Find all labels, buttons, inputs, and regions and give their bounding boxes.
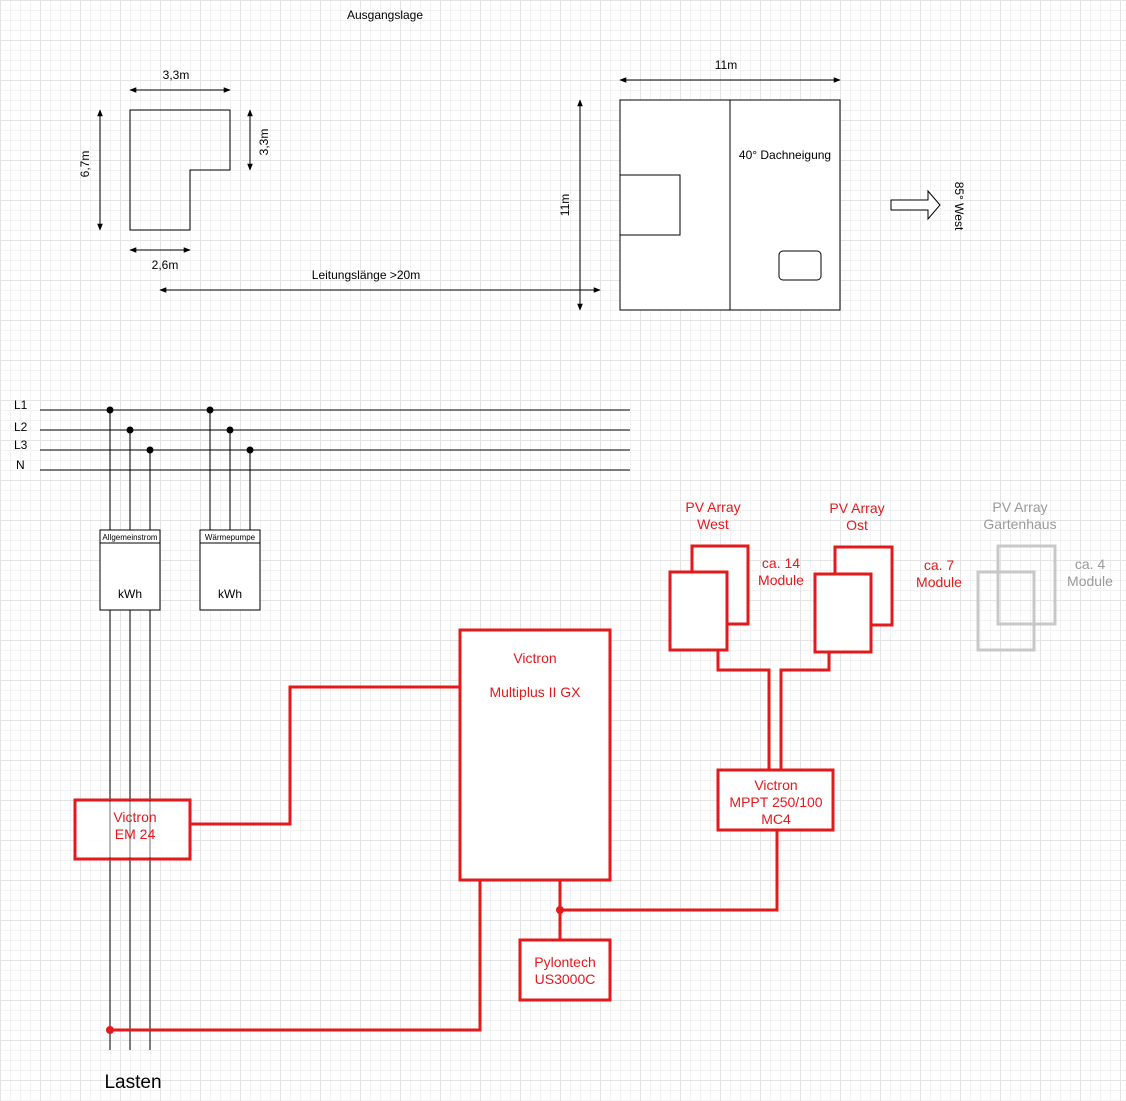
dim-left-label: 6,7m (78, 151, 92, 178)
junction-dot (226, 426, 234, 434)
house: 11m 11m 40° Dachneigung 85° West (558, 58, 966, 311)
house-height-label: 11m (558, 194, 572, 216)
pv-panel-back (996, 544, 1057, 626)
wire-west-mppt (716, 650, 771, 770)
roof-pitch-label: 40° Dachneigung (739, 148, 831, 162)
meter-unit: kWh (218, 587, 242, 601)
meter-allgemeinstrom: Allgemeinstrom kWh (99, 529, 161, 611)
pv-panel-front (668, 570, 729, 652)
pv-ost-title-2: Ost (846, 517, 868, 533)
house-width-label: 11m (715, 58, 737, 72)
junction-dot-red (556, 906, 564, 914)
floorplan-outline (129, 109, 231, 231)
pv-ost-count-1: ca. 7 (924, 557, 955, 573)
multiplus-label-1: Victron (513, 650, 556, 666)
pv-west-title-1: PV Array (685, 499, 740, 515)
junction-dot (146, 446, 154, 454)
pv-garten-count-2: Module (1067, 573, 1113, 589)
wire-ost-mppt (779, 652, 831, 770)
pv-west-title-2: West (697, 516, 729, 532)
pv-ost-count-2: Module (916, 574, 962, 590)
em24-label-2: EM 24 (115, 826, 156, 842)
junction-dot (126, 426, 134, 434)
em24-label-1: Victron (113, 809, 156, 825)
planned-wiring (106, 650, 831, 1034)
battery-box (518, 938, 612, 1002)
phase-label-l1: L1 (14, 398, 28, 412)
pv-west-count-1: ca. 14 (762, 555, 800, 571)
junction-dot (206, 406, 214, 414)
pv-panel-front (976, 570, 1036, 652)
meter-name: Allgemeinstrom (102, 533, 157, 542)
phase-label-l2: L2 (14, 420, 28, 434)
cable-length-label: Leitungslänge >20m (312, 268, 420, 282)
multiplus-label-2: Multiplus II GX (489, 684, 581, 700)
pv-ost-title-1: PV Array (829, 500, 884, 516)
loads-label: Lasten (104, 1072, 161, 1093)
victron-em24: Victron EM 24 (73, 798, 192, 861)
pv-garten-title-2: Gartenhaus (983, 516, 1056, 532)
meter-unit: kWh (118, 587, 142, 601)
phase-label-n: N (16, 458, 25, 472)
mppt-box (716, 768, 835, 832)
diagram-title: Ausgangslage (347, 8, 423, 22)
floorplan: 3,3m 3,3m 6,7m 2,6m (78, 68, 271, 272)
dim-right-label: 3,3m (257, 129, 271, 156)
meter-name: Wärmepumpe (205, 533, 256, 542)
junction-dot (246, 446, 254, 454)
mppt-label-3: MC4 (761, 811, 791, 827)
junction-dot (106, 406, 114, 414)
victron-mppt: Victron MPPT 250/100 MC4 (716, 768, 835, 832)
dim-bottom-label: 2,6m (152, 258, 179, 272)
em24-box (73, 798, 192, 861)
roof-window (778, 250, 822, 281)
battery-label-2: US3000C (535, 971, 596, 987)
battery-label-1: Pylontech (534, 954, 595, 970)
pv-array-gartenhaus: PV Array Gartenhaus ca. 4 Module (976, 499, 1113, 652)
pv-array-west: PV Array West ca. 14 Module (668, 499, 804, 652)
pv-array-ost: PV Array Ost ca. 7 Module (813, 500, 962, 654)
dim-top-label: 3,3m (163, 68, 190, 82)
orientation-label: 85° West (952, 182, 966, 231)
junction-dot-red (106, 1026, 114, 1034)
mppt-label-2: MPPT 250/100 (729, 794, 822, 810)
wire-multiplus-loads (110, 880, 482, 1032)
pv-west-count-2: Module (758, 572, 804, 588)
orientation-arrow-icon (890, 189, 941, 221)
phase-label-l3: L3 (14, 438, 28, 452)
victron-multiplus: Victron Multiplus II GX (458, 628, 612, 882)
pylontech-battery: Pylontech US3000C (518, 938, 612, 1002)
wire-dc-mppt (560, 830, 779, 912)
wire-em24-multiplus (190, 685, 460, 826)
dormer (619, 174, 681, 236)
multiplus-box (458, 628, 612, 882)
mppt-label-1: Victron (754, 777, 797, 793)
meter-waermepumpe: Wärmepumpe kWh (199, 529, 261, 611)
pv-panel-front (813, 572, 873, 654)
pv-garten-count-1: ca. 4 (1075, 556, 1106, 572)
pv-garten-title-1: PV Array (992, 499, 1047, 515)
